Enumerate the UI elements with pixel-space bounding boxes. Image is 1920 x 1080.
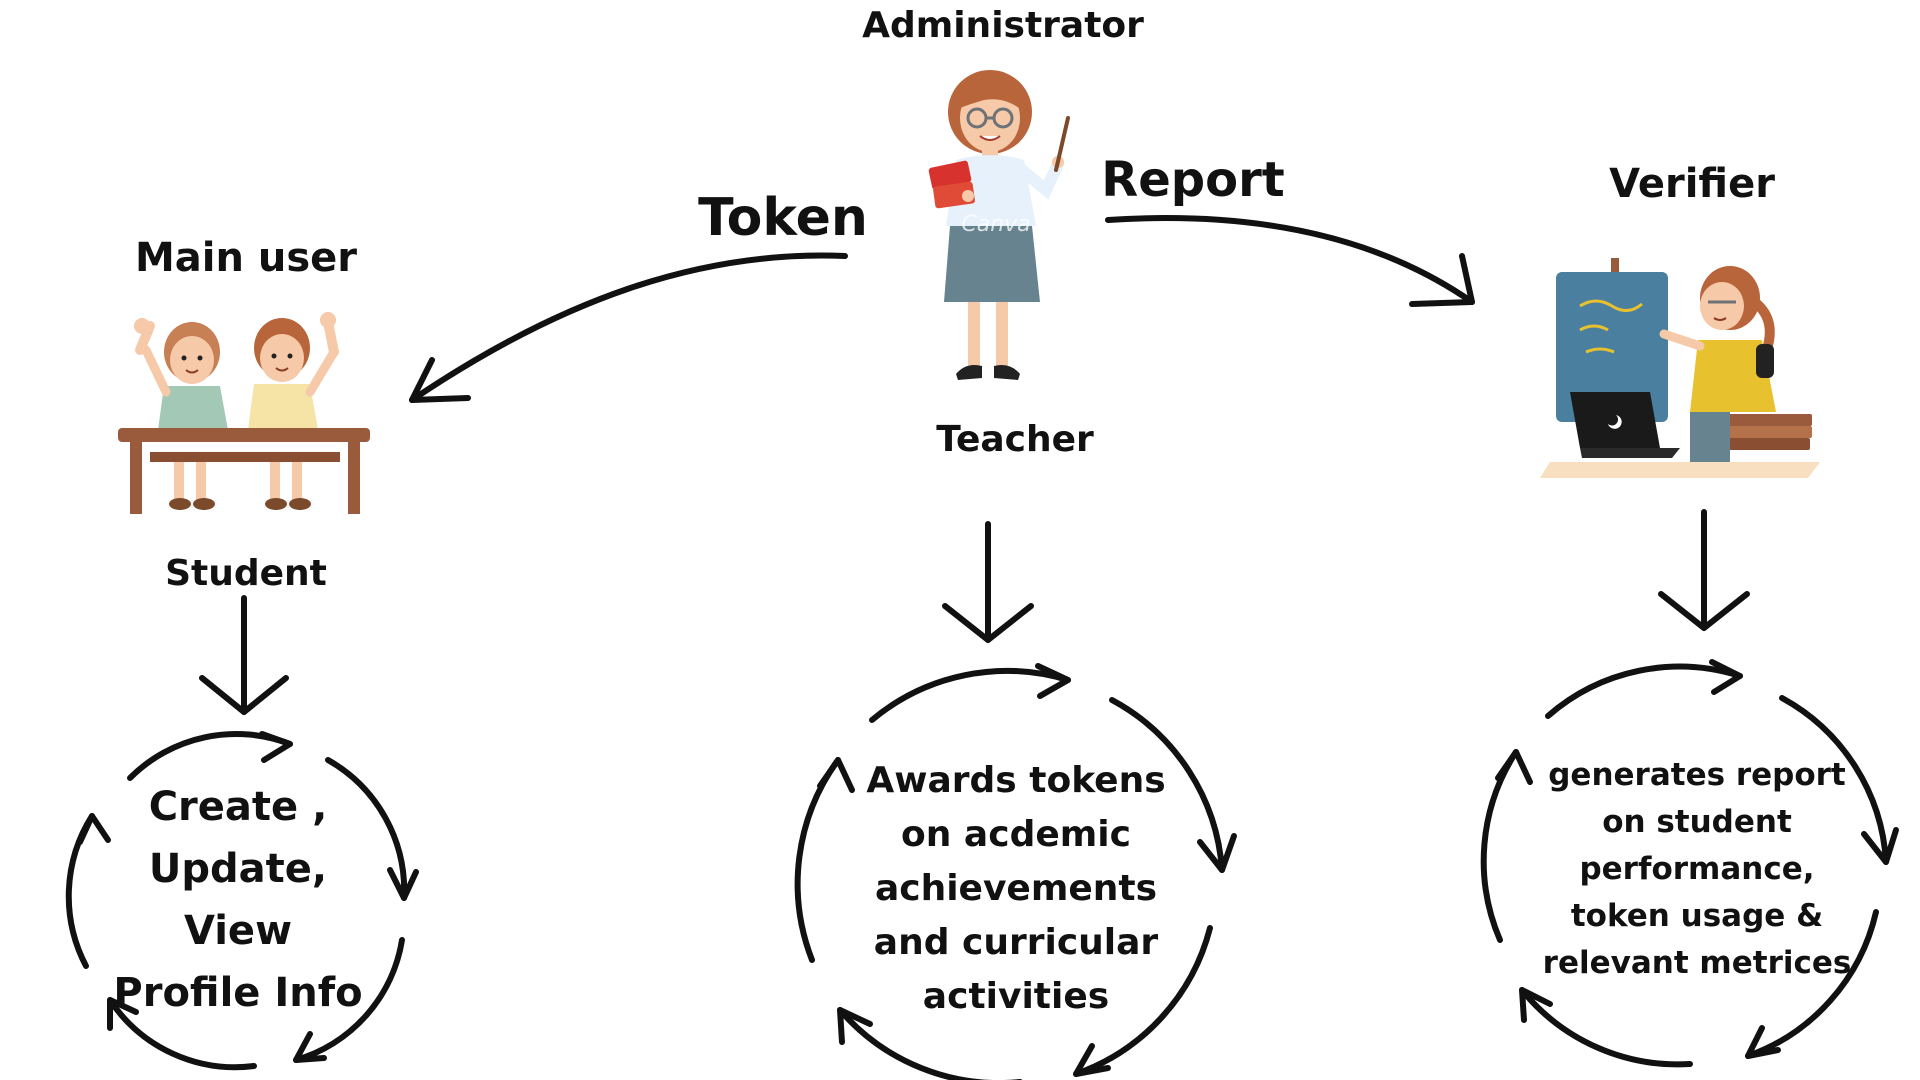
student-cycle-line: Profile Info bbox=[113, 970, 363, 1016]
verifier-blackboard-laptop-icon bbox=[1540, 258, 1820, 478]
report-label: Report bbox=[1101, 152, 1285, 208]
students-desk-icon bbox=[118, 312, 370, 514]
administrator-label: Administrator bbox=[862, 5, 1144, 46]
teacher-cycle-text: Awards tokens on acdemic achievements an… bbox=[866, 754, 1165, 1024]
teacher-label: Teacher bbox=[936, 419, 1094, 460]
teacher-cycle-line: and curricular bbox=[873, 922, 1159, 963]
student-cycle-arrows bbox=[65, 731, 419, 1071]
verifier-down-arrow bbox=[1658, 509, 1750, 631]
verifier-cycle-line: performance, bbox=[1579, 851, 1815, 887]
verifier-cycle-arrows bbox=[1480, 659, 1899, 1068]
main-user-label: Main user bbox=[134, 235, 358, 281]
teacher-pointer-icon bbox=[928, 70, 1070, 380]
token-label: Token bbox=[698, 188, 868, 248]
verifier-cycle-text: generates report on student performance,… bbox=[1543, 752, 1852, 987]
teacher-cycle-line: on acdemic bbox=[901, 814, 1131, 855]
teacher-cycle-line: activities bbox=[922, 976, 1110, 1017]
verifier-cycle-line: generates report bbox=[1548, 757, 1846, 793]
student-cycle-line: Create , bbox=[148, 784, 328, 830]
verifier-label: Verifier bbox=[1609, 161, 1775, 207]
report-arrow bbox=[1105, 215, 1475, 307]
teacher-cycle-arrows bbox=[794, 663, 1237, 1080]
student-cycle-line: Update, bbox=[148, 846, 328, 892]
canva-watermark: Canva bbox=[961, 212, 1031, 237]
student-down-arrow bbox=[199, 595, 289, 715]
verifier-cycle-line: relevant metrices bbox=[1542, 945, 1852, 981]
student-label: Student bbox=[165, 553, 327, 594]
student-cycle-text: Create , Update, View Profile Info bbox=[113, 776, 362, 1024]
verifier-cycle-line: on student bbox=[1602, 804, 1792, 840]
student-cycle-line: View bbox=[183, 908, 293, 954]
token-arrow bbox=[409, 252, 848, 403]
verifier-cycle-line: token usage & bbox=[1570, 898, 1824, 934]
teacher-down-arrow bbox=[942, 521, 1034, 643]
teacher-cycle-line: Awards tokens bbox=[866, 760, 1166, 801]
teacher-cycle-line: achievements bbox=[874, 868, 1158, 909]
